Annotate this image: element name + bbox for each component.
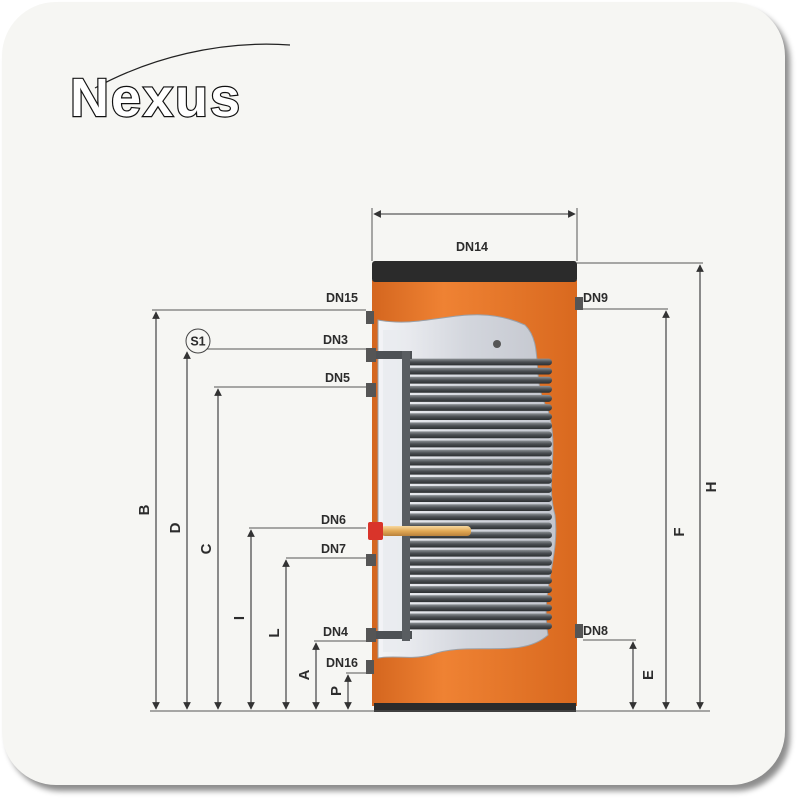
sensor-s1-label: S1 [190, 335, 205, 349]
coil-turn [406, 567, 552, 575]
label-dn4: DN4 [323, 625, 348, 639]
label-dn14: DN14 [456, 240, 488, 254]
leader-lines [150, 208, 710, 712]
dim-f: F [671, 527, 688, 536]
dim-h: H [703, 482, 720, 493]
port-dn7 [366, 554, 376, 566]
port-dn16 [366, 660, 374, 674]
heater-cap [368, 522, 383, 540]
inner-tank-highlight [383, 330, 405, 652]
label-dn16: DN16 [326, 656, 358, 670]
coil-turn [406, 613, 552, 621]
dim-c: C [198, 543, 215, 554]
label-dn5: DN5 [325, 371, 350, 385]
heater-rod [381, 526, 471, 536]
heat-exchanger-coil [406, 358, 552, 630]
coil-turn [406, 385, 552, 393]
logo-swoosh [94, 43, 291, 89]
coil-turn [406, 604, 552, 612]
coil-outlet-pipe [376, 631, 412, 639]
coil-turn [406, 586, 552, 593]
coil-turn [406, 422, 552, 430]
coil-turn [406, 549, 552, 557]
dim-a: A [296, 669, 313, 680]
coil-turn [406, 504, 552, 512]
coil-turn [406, 558, 552, 566]
port-dn8 [575, 624, 583, 638]
dim-l: L [266, 628, 283, 637]
dim-e: E [640, 670, 657, 680]
coil-turn [406, 622, 552, 630]
coil-turn [406, 513, 552, 521]
label-dn3: DN3 [323, 333, 348, 347]
coil-turn [406, 376, 552, 384]
coil-riser-pipe [402, 351, 410, 641]
coil-turn [406, 449, 552, 457]
label-dn15: DN15 [326, 291, 358, 305]
coil-turn [406, 458, 552, 466]
coil-turn [406, 467, 552, 475]
label-dn7: DN7 [321, 542, 346, 556]
sensor-s1-marker [185, 328, 211, 354]
tank [366, 261, 583, 712]
coil-turn [406, 495, 552, 502]
label-dn8: DN8 [583, 624, 608, 638]
coil-turn [406, 367, 552, 375]
sensor-pocket [493, 340, 501, 348]
coil-turn [406, 395, 552, 402]
dimension-arrows [152, 210, 704, 710]
port-dn15 [366, 311, 374, 324]
base-foot [374, 703, 576, 712]
label-dn9: DN9 [583, 291, 608, 305]
coil-turn [406, 358, 552, 366]
dim-p: P [328, 686, 345, 696]
port-dn3 [366, 348, 376, 362]
coil-turn [406, 476, 552, 484]
coil-turn [406, 595, 552, 603]
coil-turn [406, 486, 552, 493]
coil-turn [406, 540, 552, 548]
dim-d: D [167, 522, 184, 533]
coil-inlet-pipe [376, 351, 412, 359]
dim-i: I [231, 616, 248, 620]
coil-turn [406, 440, 552, 448]
top-cap [372, 261, 577, 282]
port-dn4 [366, 628, 376, 642]
coil-turn [406, 413, 552, 421]
coil-turn [406, 404, 552, 411]
coil-turn [406, 577, 552, 584]
port-dn5 [366, 383, 376, 397]
brand-logo: Nexus [70, 68, 242, 128]
dim-b: B [136, 504, 153, 515]
coil-turn [406, 431, 552, 439]
label-dn6: DN6 [321, 513, 346, 527]
port-dn9 [575, 297, 583, 310]
